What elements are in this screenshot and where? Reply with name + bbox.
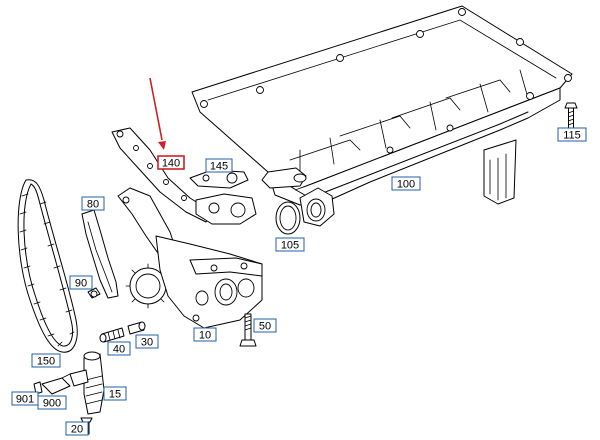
- guide-rail-part-80[interactable]: [81, 209, 119, 299]
- highlight-arrow: [149, 77, 166, 150]
- callout-box-140: [157, 155, 185, 170]
- callout-box-115: [557, 127, 587, 142]
- callout-label-10: 10: [199, 330, 211, 342]
- callout-20[interactable]: 20: [65, 421, 89, 436]
- callout-label-100: 100: [397, 179, 415, 191]
- callout-50[interactable]: 50: [253, 318, 277, 333]
- callout-box-10: [193, 327, 217, 342]
- oil-pan-part-100[interactable]: [191, 5, 573, 227]
- callout-115[interactable]: 115: [557, 127, 587, 142]
- callout-10[interactable]: 10: [193, 327, 217, 342]
- callout-145[interactable]: 145: [205, 158, 233, 173]
- bolt-part-30[interactable]: [127, 321, 146, 335]
- callout-box-15: [103, 386, 127, 401]
- chain-part-150[interactable]: [17, 179, 78, 353]
- clip-part-901[interactable]: [33, 381, 43, 395]
- callout-901[interactable]: 901: [11, 391, 39, 406]
- callout-label-80: 80: [87, 199, 99, 211]
- callout-box-30: [135, 334, 159, 349]
- callout-100[interactable]: 100: [391, 176, 421, 191]
- callout-box-80: [81, 196, 105, 211]
- oil-pump-part-10[interactable]: [117, 187, 263, 329]
- callout-box-145: [205, 158, 233, 173]
- bolt-part-40[interactable]: [99, 327, 125, 343]
- callout-90[interactable]: 90: [69, 275, 93, 290]
- callout-labels: 10 15 20 30 40 50 80 90 100 105 115 140 145 150 900 901: [11, 127, 587, 436]
- callout-label-30: 30: [141, 337, 153, 349]
- callout-label-145: 145: [210, 161, 228, 173]
- callout-label-50: 50: [259, 321, 271, 333]
- callout-label-150: 150: [37, 356, 55, 368]
- bolt-part-90[interactable]: [87, 287, 101, 299]
- connector-part-900[interactable]: [41, 373, 71, 395]
- o-ring-part-105[interactable]: [275, 201, 301, 235]
- bolt-part-50[interactable]: [239, 313, 257, 347]
- gasket-part-145[interactable]: [189, 169, 257, 225]
- callout-label-140: 140: [162, 158, 180, 170]
- callout-box-901: [11, 391, 39, 406]
- callout-label-901: 901: [16, 394, 34, 406]
- callout-label-20: 20: [71, 424, 83, 436]
- callout-box-100: [391, 176, 421, 191]
- callout-label-115: 115: [563, 130, 581, 142]
- callout-15[interactable]: 15: [103, 386, 127, 401]
- callout-105[interactable]: 105: [275, 237, 305, 252]
- callout-30[interactable]: 30: [135, 334, 159, 349]
- callout-40[interactable]: 40: [107, 341, 131, 356]
- callout-label-90: 90: [75, 278, 87, 290]
- bolt-part-115[interactable]: [564, 102, 578, 129]
- gasket-part-140[interactable]: [111, 127, 213, 223]
- callout-box-105: [275, 237, 305, 252]
- callout-80[interactable]: 80: [81, 196, 105, 211]
- callout-box-90: [69, 275, 93, 290]
- callout-150[interactable]: 150: [31, 353, 61, 368]
- callout-900[interactable]: 900: [37, 395, 67, 410]
- solenoid-valve-part-15[interactable]: [69, 351, 105, 415]
- callout-box-40: [107, 341, 131, 356]
- callout-label-40: 40: [113, 344, 125, 356]
- callout-label-105: 105: [281, 240, 299, 252]
- callout-box-20: [65, 421, 89, 436]
- callout-box-150: [31, 353, 61, 368]
- callout-label-900: 900: [43, 398, 61, 410]
- callout-label-15: 15: [109, 389, 121, 401]
- callout-box-50: [253, 318, 277, 333]
- callout-140[interactable]: 140: [157, 155, 185, 170]
